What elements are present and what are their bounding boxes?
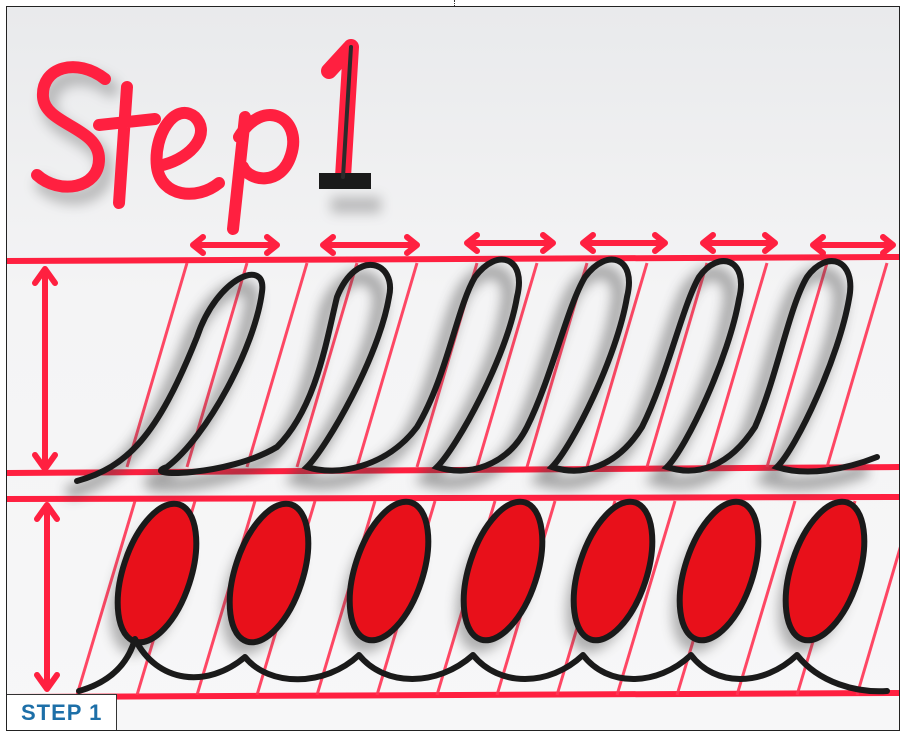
filled-loops-row [79, 492, 887, 691]
step-caption: STEP 1 [7, 694, 117, 730]
width-arrows-row [193, 235, 893, 253]
photo-frame: STEP 1 [6, 6, 900, 731]
lettering-practice-photo [7, 7, 900, 731]
height-arrows [35, 269, 57, 689]
step-1-hand-lettering [37, 47, 381, 229]
